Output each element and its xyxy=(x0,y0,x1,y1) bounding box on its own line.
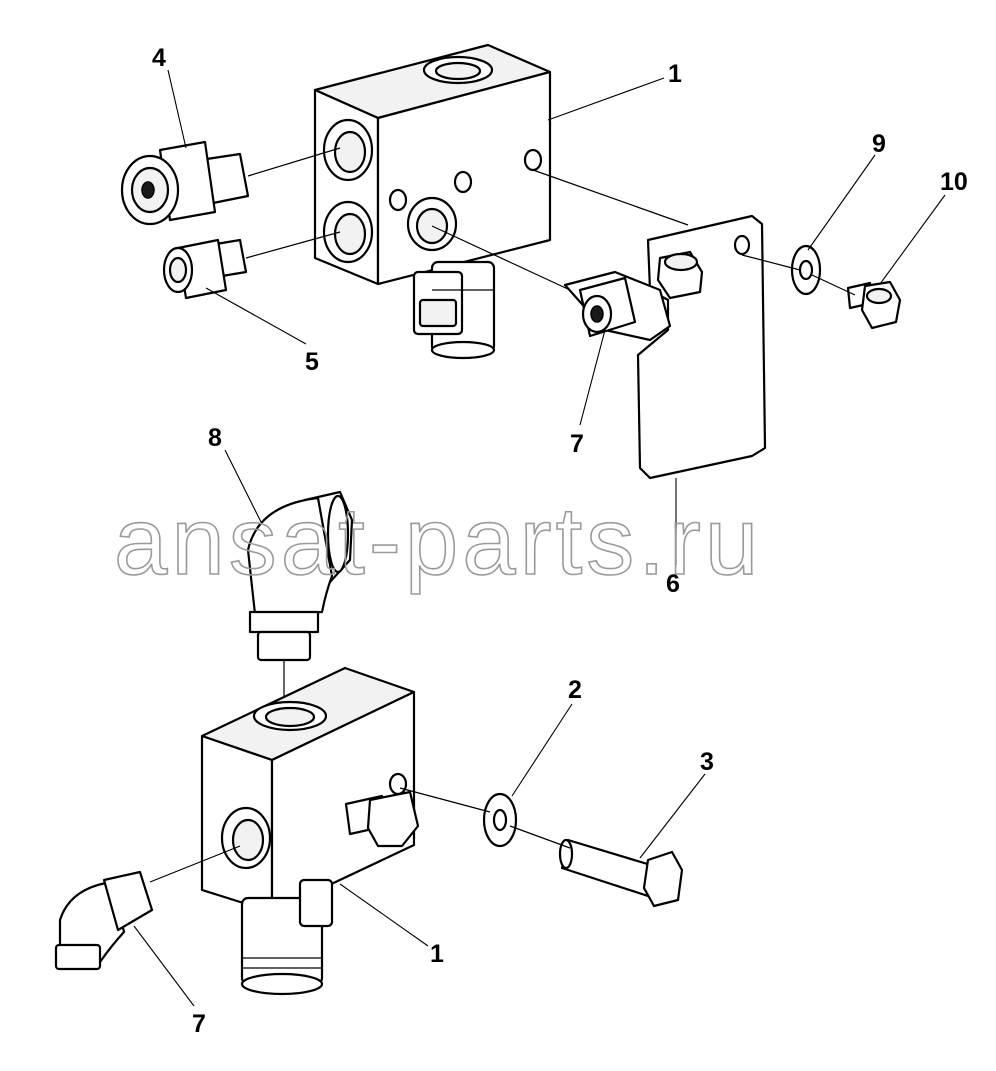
callout-7-upper: 7 xyxy=(570,430,584,458)
callout-9: 9 xyxy=(872,130,886,158)
callout-4: 4 xyxy=(152,44,166,72)
watermark-text: ansat-parts.ru xyxy=(114,488,762,595)
explosion-lines-lower xyxy=(149,787,571,883)
fitting-7-upper xyxy=(563,270,672,342)
washer-9 xyxy=(790,244,822,296)
fitting-7-lower xyxy=(54,870,154,971)
solenoid-lower xyxy=(240,878,334,996)
washer-2 xyxy=(482,792,518,848)
leader-lines xyxy=(133,69,946,1007)
callout-3: 3 xyxy=(700,748,714,776)
callout-1-lower: 1 xyxy=(430,940,444,968)
bolt-10 xyxy=(846,280,902,330)
fitting-4 xyxy=(120,140,250,226)
callout-7-lower: 7 xyxy=(192,1010,206,1038)
explosion-lines-upper xyxy=(245,147,856,296)
callout-10: 10 xyxy=(940,168,968,196)
solenoid-upper xyxy=(412,260,496,360)
callouts: 1 4 5 9 10 7 8 6 2 3 1 7 xyxy=(152,44,968,1038)
valve-block-upper xyxy=(313,43,552,286)
valve-block-lower xyxy=(200,666,420,914)
callout-1-upper: 1 xyxy=(668,60,682,88)
bracket-6 xyxy=(636,214,767,480)
callout-6: 6 xyxy=(666,570,680,598)
fitting-5 xyxy=(162,238,248,300)
elbow-8 xyxy=(246,490,354,662)
bolt-3 xyxy=(558,838,684,908)
callout-2: 2 xyxy=(568,676,582,704)
callout-5: 5 xyxy=(305,348,319,376)
callout-8: 8 xyxy=(208,424,222,452)
